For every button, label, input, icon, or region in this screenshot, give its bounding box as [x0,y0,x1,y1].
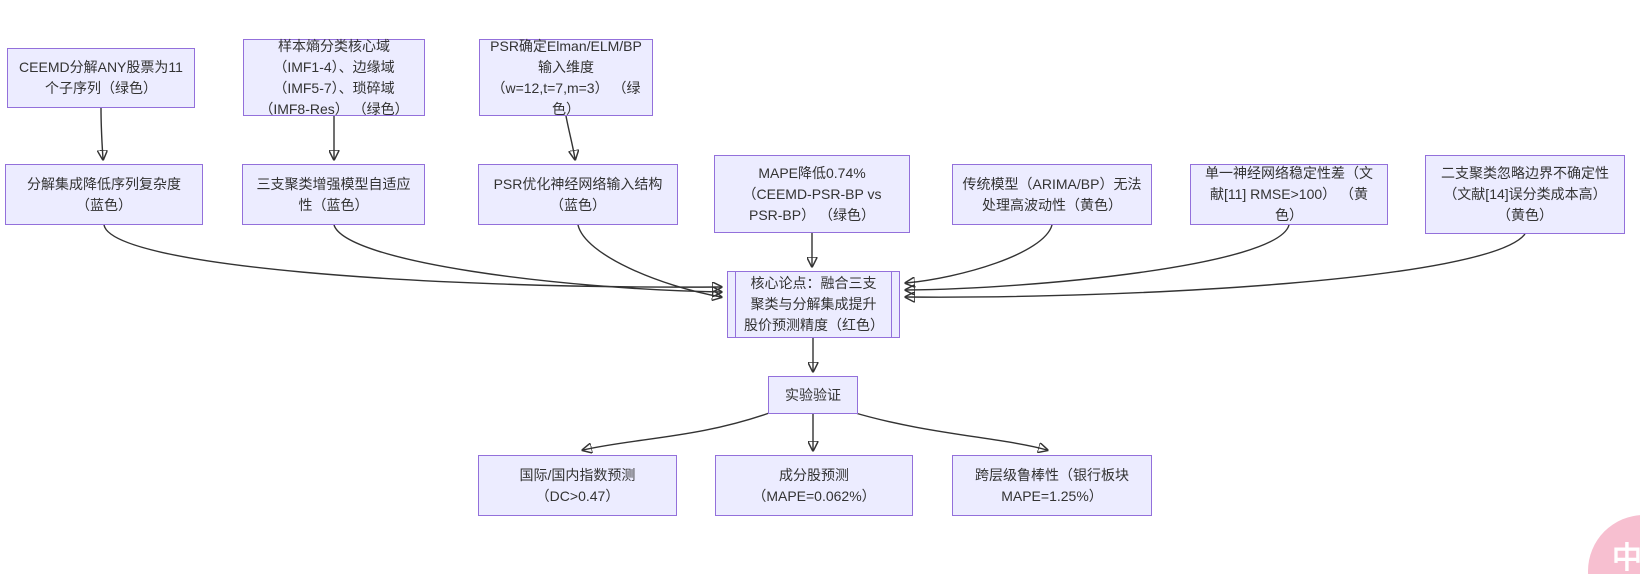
node-traditional-model-limitation: 传统模型（ARIMA/BP）无法处理高波动性（黄色） [952,164,1152,225]
edge-e-core [906,224,1053,283]
edge-a-core [103,224,721,287]
node-core-thesis: 核心论点：融合三支聚类与分解集成提升股价预测精度（红色） [727,271,900,338]
node-psr-network-structure: PSR优化神经网络输入结构（蓝色） [478,164,678,225]
edge-t3-c [565,115,575,159]
edge-exp-b1 [583,411,773,450]
edge-f-core [906,224,1290,290]
node-single-nn-instability: 单一神经网络稳定性差（文献[11] RMSE>100） （黄色） [1190,164,1388,225]
node-mape-reduction: MAPE降低0.74%（CEEMD-PSR-BP vs PSR-BP） （绿色） [714,155,910,233]
node-sample-entropy-classification: 样本熵分类核心域（IMF1-4）、边缘域（IMF5-7）、琐碎域（IMF8-Re… [243,38,425,117]
node-two-way-clustering-limitation: 二支聚类忽略边界不确定性（文献[14]误分类成本高）（黄色） [1425,155,1625,234]
edge-b-core [333,224,721,292]
edge-exp-b3 [851,411,1047,450]
node-experiment-validation: 实验验证 [768,376,858,414]
node-constituent-stock-prediction: 成分股预测（MAPE=0.062%） [715,455,913,516]
node-decomposition-integration: 分解集成降低序列复杂度（蓝色） [5,164,203,225]
translate-zh-glyph: 中 [1612,542,1640,574]
edge-g-core [906,233,1526,297]
translate-button[interactable]: 中 A [1588,515,1640,574]
node-cross-level-robustness: 跨层级鲁棒性（银行板块MAPE=1.25%） [952,455,1152,516]
node-ceemd-decomposition: CEEMD分解ANY股票为11个子序列（绿色） [7,48,195,108]
node-psr-input-dimension: PSR确定Elman/ELM/BP输入维度（w=12,t=7,m=3） （绿色） [479,38,653,117]
edge-c-core [577,224,721,297]
node-index-prediction: 国际/国内指数预测（DC>0.47） [478,455,677,516]
edge-t1-a [101,107,103,159]
node-three-way-clustering: 三支聚类增强模型自适应性（蓝色） [242,164,425,225]
